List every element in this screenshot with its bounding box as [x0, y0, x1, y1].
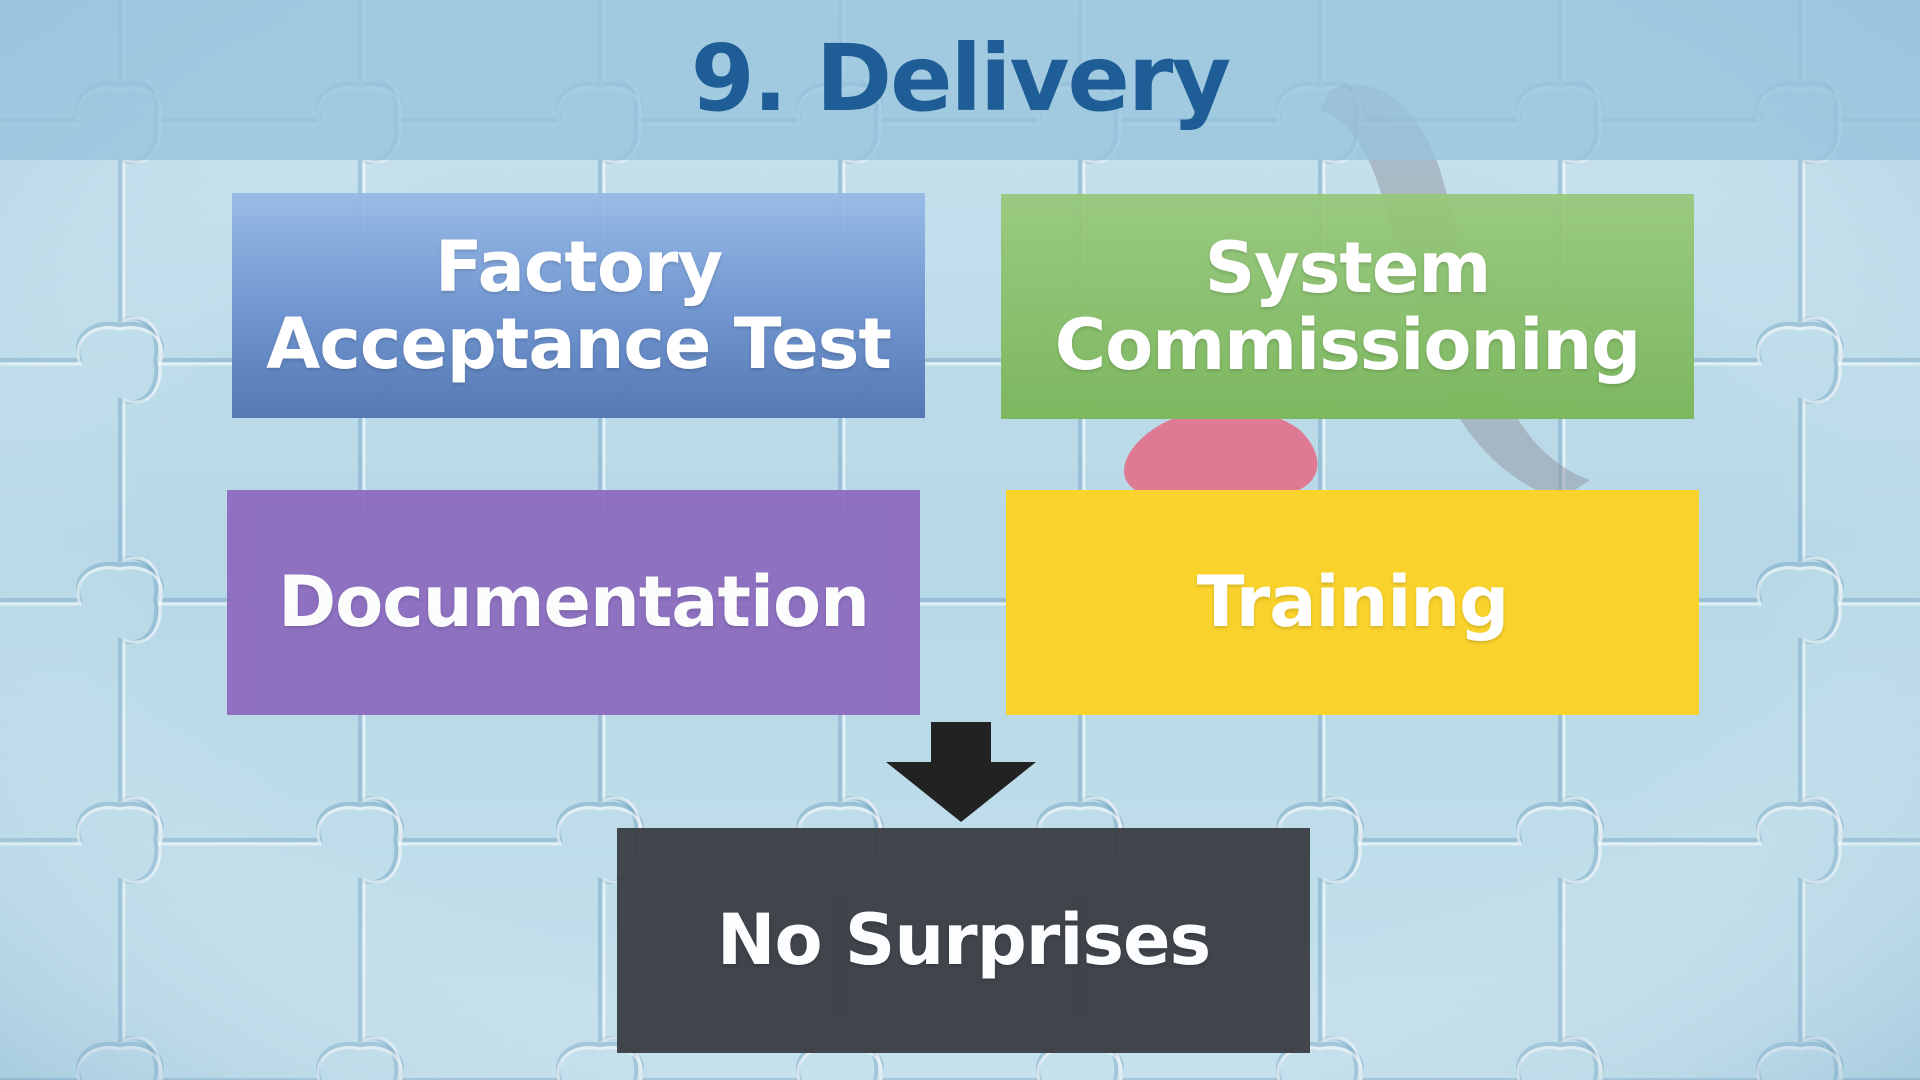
- slide-title: 9. Delivery: [0, 14, 1920, 144]
- down-arrow-icon: [886, 722, 1036, 822]
- training-label: Training: [1196, 561, 1510, 643]
- training-box: Training: [1006, 490, 1699, 715]
- slide-title-text: 9. Delivery: [690, 25, 1232, 132]
- factory-acceptance-test-label: Factory Acceptance Test: [266, 225, 892, 385]
- factory-acceptance-test-box: Factory Acceptance Test: [232, 193, 925, 418]
- system-commissioning-label: System Commissioning: [1054, 226, 1642, 386]
- documentation-label: Documentation: [278, 561, 870, 643]
- documentation-box: Documentation: [227, 490, 920, 715]
- title-band: [0, 0, 1920, 160]
- no-surprises-box: No Surprises: [617, 828, 1310, 1053]
- system-commissioning-box: System Commissioning: [1001, 194, 1694, 419]
- no-surprises-label: No Surprises: [716, 899, 1211, 981]
